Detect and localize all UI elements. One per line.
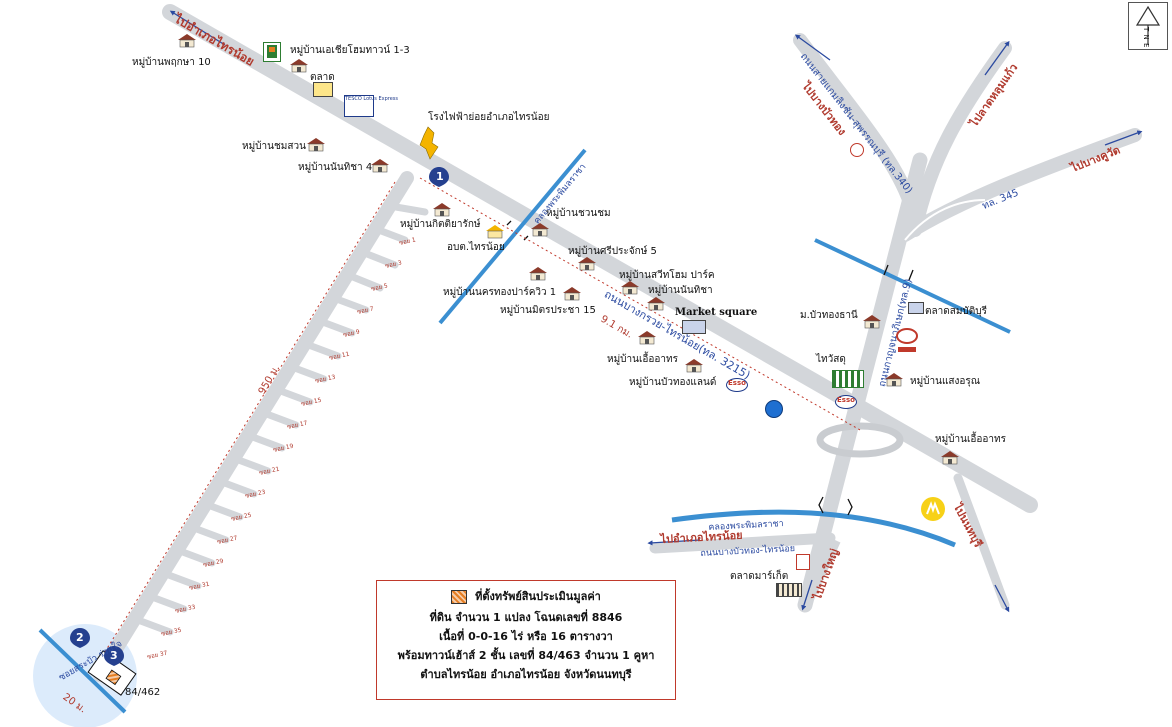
road-to-nonthaburi	[953, 473, 1010, 610]
label-m-sriprachak-5: หมู่บ้านศรีประจักษ์ 5	[568, 246, 657, 257]
house-icon	[371, 159, 389, 173]
label-obt-sai-noi: อบต.ไทรน้อย	[447, 242, 505, 253]
interchange-top	[904, 199, 986, 241]
compass-rose: T N E	[1128, 2, 1168, 50]
toyota-icon	[896, 328, 918, 352]
label-market: ตลาด	[310, 72, 335, 83]
label-m-uea-athon-1: หมู่บ้านเอื้ออาทร	[607, 354, 678, 365]
label-thai-watsadu: ไทวัสดุ	[816, 354, 846, 365]
label-m-nanthicha-4: หมู่บ้านนันทิชา 4	[298, 162, 373, 173]
property-info-line-1: ที่ดิน จำนวน 1 แปลง โฉนดเลขที่ 8846	[429, 610, 623, 624]
label-m-saeng-arun: หมู่บ้านแสงอรุณ	[910, 376, 981, 387]
property-legend-swatch-icon	[451, 589, 468, 604]
label-esso-2: Esso	[837, 396, 855, 404]
road-340	[793, 33, 922, 227]
bus-stop-icon	[796, 554, 810, 570]
canal-right	[814, 238, 1011, 334]
label-m-mittraprachar-15: หมู่บ้านมิตรประชา 15	[500, 305, 596, 316]
pin-3-label: 3	[110, 649, 118, 662]
ptt-station-icon	[765, 400, 783, 418]
tesco-lotus-icon	[344, 95, 374, 117]
house-icon	[578, 257, 596, 271]
label-m-uea-athon-2: หมู่บ้านเอื้ออาทร	[935, 434, 1006, 445]
north-arrow-icon	[1135, 5, 1161, 45]
house-icon	[621, 281, 639, 295]
property-info-line-2: เนื้อที่ 0-0-16 ไร่ หรือ 16 ตารางวา	[439, 629, 613, 643]
house-icon	[307, 138, 325, 152]
label-m-chomsuan: หมู่บ้านชมสวน	[242, 141, 306, 152]
house-icon	[433, 203, 451, 217]
thai-watsadu-store-icon	[832, 370, 864, 388]
krungsri-bank-icon	[921, 497, 945, 521]
house-icon	[178, 34, 196, 48]
label-m-phruksa-10: หมู่บ้านพฤกษา 10	[132, 57, 211, 68]
property-info-line-4: ตำบลไทรน้อย อำเภอไทรน้อย จังหวัดนนทบุรี	[420, 667, 632, 681]
pin-2-label: 2	[76, 631, 84, 644]
label-plot-no: 84/462	[125, 687, 161, 698]
market-icon	[313, 82, 333, 97]
road-345	[898, 128, 1142, 242]
property-info-title-row: ที่ตั้งทรัพย์สินประเมินมูลค่า	[451, 587, 601, 606]
label-esso-1: Esso	[728, 379, 746, 387]
road-to-bang-yai	[799, 537, 841, 608]
soi-road	[93, 171, 414, 682]
label-m-nanthicha: หมู่บ้านนันทิชา	[648, 285, 713, 296]
label-market-mart: ตลาดมาร์เก็ต	[730, 571, 789, 582]
canal-target	[38, 628, 127, 714]
label-m-chuanchom: หมู่บ้านชวนชม	[546, 208, 611, 219]
canal-bottom	[671, 509, 956, 548]
house-icon	[941, 451, 959, 465]
location-pin-3-icon	[104, 646, 124, 666]
label-power-station: โรงไฟฟ้าย่อยอำเภอไทรน้อย	[428, 112, 550, 123]
road-bang-bua-thong-sai-noi	[649, 532, 836, 554]
house-icon	[863, 315, 881, 329]
house-icon	[685, 359, 703, 373]
house-icon	[638, 331, 656, 345]
interchange	[816, 422, 904, 458]
location-pin-2-icon	[70, 628, 90, 648]
house-icon	[563, 287, 581, 301]
seven-eleven-icon	[263, 42, 281, 62]
house-icon	[531, 223, 549, 237]
label-market-square: Market square	[675, 307, 758, 318]
label-tesco: TESCO Lotus Express	[345, 96, 399, 102]
power-authority-icon	[419, 126, 439, 160]
house-icon	[647, 297, 665, 311]
label-m-bua-thong-land: หมู่บ้านบัวทองแลนด์	[629, 377, 717, 388]
esso-icon	[726, 378, 748, 392]
label-m-nakhon-thong: หมู่บ้านนครทองปาร์ควิว 1	[443, 287, 557, 298]
label-m-asia-home: หมู่บ้านเอเชียโฮมทาวน์ 1-3	[290, 45, 410, 56]
bridges	[506, 220, 914, 516]
house-icon	[885, 373, 903, 387]
direction-arrows	[169, 10, 1143, 613]
shop-icon	[908, 302, 924, 314]
house-icon	[529, 267, 547, 281]
market-square-icon	[682, 320, 706, 334]
pt-station-icon	[850, 143, 864, 157]
label-market-somphiburi: ตลาดสมบัติบุรี	[925, 306, 987, 317]
esso-icon-2	[835, 395, 857, 409]
compass-label: T N E	[1142, 27, 1150, 48]
property-info-line-3: พร้อมทาวน์เฮ้าส์ 2 ชั้น เลขที่ 84/463 จำ…	[397, 648, 655, 662]
house-icon	[290, 59, 308, 73]
soi-branches	[134, 202, 429, 636]
label-m-sweet-home: หมู่บ้านสวีทโฮม ปาร์ค	[619, 270, 715, 281]
market-mart-icon	[776, 583, 802, 597]
label-m-kitsiri: หมู่บ้านกิตติยารักษ์	[400, 219, 481, 230]
label-m-bua-thong-thani: ม.บัวทองธานี	[800, 310, 858, 321]
property-info-box: ที่ตั้งทรัพย์สินประเมินมูลค่า ที่ดิน จำน…	[376, 580, 676, 700]
pin-1-label: 1	[436, 170, 444, 183]
property-info-title: ที่ตั้งทรัพย์สินประเมินมูลค่า	[475, 590, 601, 603]
canal-left	[438, 148, 587, 325]
location-pin-1-icon	[429, 167, 449, 187]
government-building-icon	[486, 225, 504, 239]
route-dotted-soi	[94, 181, 396, 669]
